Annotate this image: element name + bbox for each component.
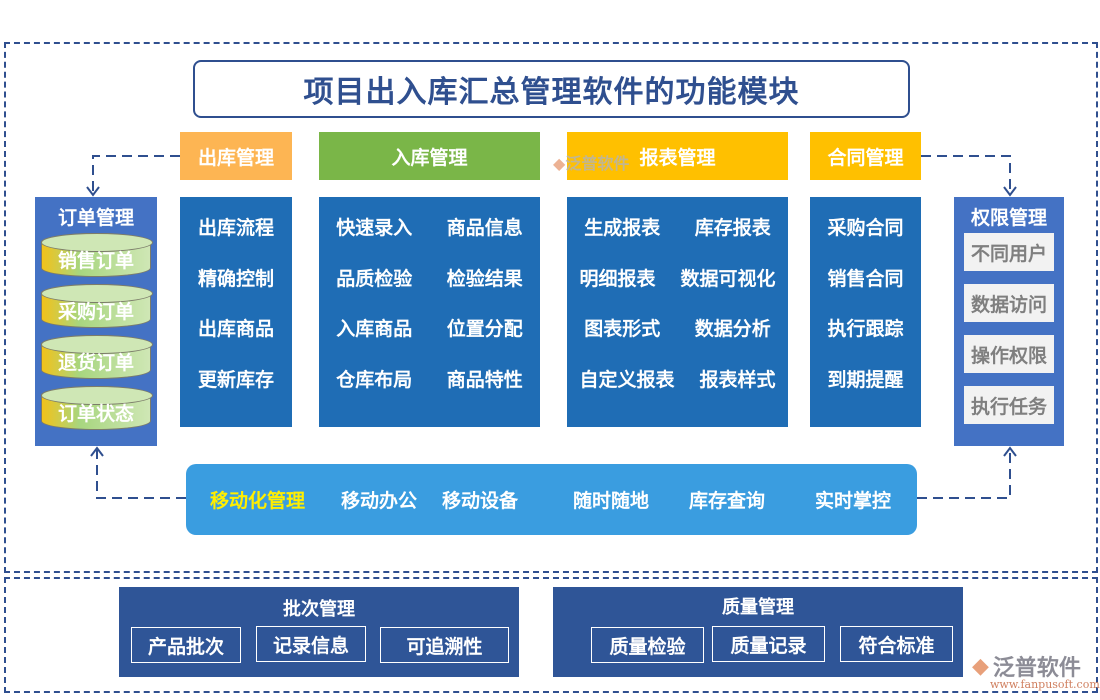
item: 图表形式	[584, 318, 661, 340]
header-outbound: 出库管理	[180, 132, 292, 180]
item: 自定义报表	[579, 368, 675, 391]
batch-title: 批次管理	[283, 599, 355, 620]
mobile-item: 实时掌控	[815, 490, 892, 512]
database-icon: 采购订单	[41, 284, 153, 328]
quality-item: 质量记录	[712, 626, 825, 662]
item: 销售合同	[827, 267, 904, 290]
database-icon: 退货订单	[41, 335, 153, 379]
contract-column: 采购合同 销售合同 执行跟踪 到期提醒	[810, 197, 921, 427]
quality-item: 符合标准	[840, 626, 953, 662]
item: 商品特性	[446, 368, 523, 391]
mobile-item: 随时随地	[573, 490, 650, 512]
logo-icon: ◆	[972, 653, 989, 679]
mobile-title: 移动化管理	[210, 490, 306, 512]
permission-item: 数据访问	[964, 284, 1054, 322]
quality-title: 质量管理	[722, 597, 794, 618]
header-contract: 合同管理	[810, 132, 921, 180]
item: 入库商品	[336, 318, 413, 340]
report-column: 生成报表 库存报表 明细报表 数据可视化 图表形式 数据分析 自定义报表 报表样式	[567, 197, 788, 427]
item: 到期提醒	[827, 368, 904, 391]
item: 仓库布局	[336, 368, 413, 391]
database-icon: 销售订单	[41, 233, 153, 277]
mobile-bar: 移动化管理 移动办公 移动设备 随时随地 库存查询 实时掌控	[186, 464, 917, 535]
item: 明细报表	[579, 267, 656, 290]
brand-logo: ◆ 泛普软件 www.fanpusoft.com	[972, 653, 1100, 692]
orders-panel: 订单管理 销售订单 采购订单 退货订单 订单状态	[35, 197, 157, 446]
item: 报表样式	[699, 368, 776, 391]
main-frame	[4, 42, 1098, 573]
item: 生成报表	[584, 217, 661, 239]
quality-panel: 质量管理 质量检验 质量记录 符合标准	[553, 587, 963, 677]
item: 商品信息	[446, 217, 523, 239]
permission-item: 操作权限	[964, 335, 1054, 373]
header-report: 报表管理	[567, 132, 788, 180]
watermark-logo: ◆泛普软件	[553, 154, 630, 173]
item: 品质检验	[336, 267, 413, 290]
item: 数据分析	[694, 318, 771, 340]
item: 出库流程	[197, 217, 274, 239]
batch-item: 记录信息	[256, 626, 366, 662]
orders-title: 订单管理	[57, 207, 134, 229]
permissions-panel: 权限管理 不同用户 数据访问 操作权限 执行任务	[954, 197, 1064, 446]
item: 出库商品	[197, 318, 274, 340]
mobile-item: 库存查询	[689, 490, 766, 512]
item: 采购合同	[827, 217, 904, 239]
page-title: 项目出入库汇总管理软件的功能模块	[193, 60, 910, 118]
database-icon: 订单状态	[41, 386, 153, 430]
item: 库存报表	[694, 217, 771, 239]
item: 数据可视化	[680, 267, 776, 290]
item: 精确控制	[197, 267, 274, 290]
batch-panel: 批次管理 产品批次 记录信息 可追溯性	[119, 587, 519, 677]
item: 位置分配	[446, 318, 523, 340]
permission-item: 执行任务	[964, 386, 1054, 424]
item: 检验结果	[446, 267, 523, 290]
permission-item: 不同用户	[964, 233, 1054, 271]
item: 更新库存	[197, 368, 274, 391]
inbound-column: 快速录入 商品信息 品质检验 检验结果 入库商品 位置分配 仓库布局 商品特性	[319, 197, 540, 427]
batch-item: 产品批次	[131, 627, 241, 663]
outbound-column: 出库流程 精确控制 出库商品 更新库存	[180, 197, 292, 427]
bottom-frame	[4, 577, 1098, 693]
quality-item: 质量检验	[591, 627, 704, 663]
batch-item: 可追溯性	[380, 627, 509, 663]
header-inbound: 入库管理	[319, 132, 540, 180]
item: 执行跟踪	[827, 318, 904, 340]
mobile-item: 移动办公	[341, 490, 418, 512]
mobile-item: 移动设备	[442, 490, 519, 512]
permissions-title: 权限管理	[970, 207, 1047, 229]
item: 快速录入	[336, 217, 413, 239]
